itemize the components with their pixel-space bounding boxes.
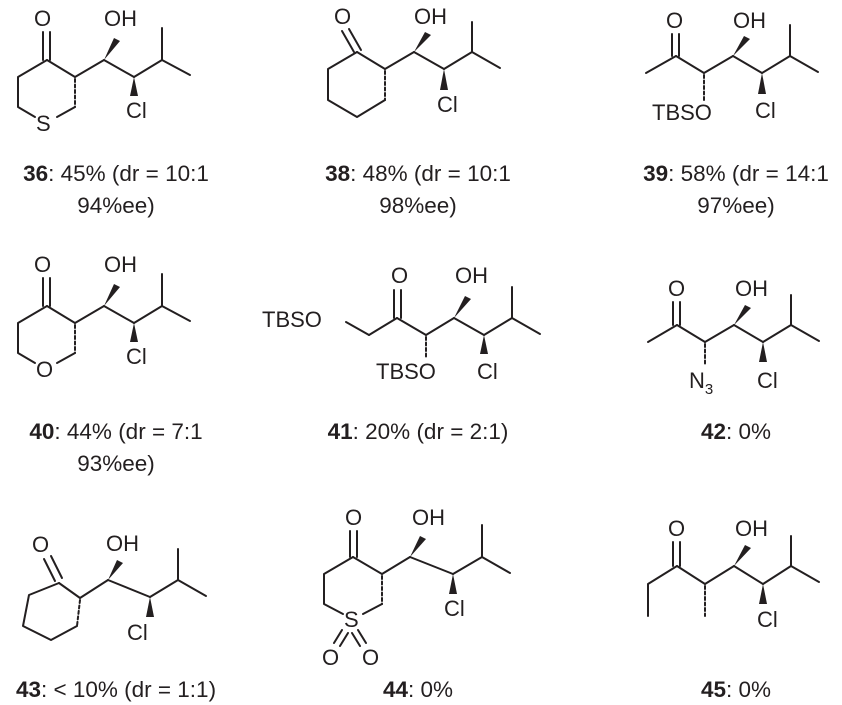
caption-38-ee: 98%ee) bbox=[379, 193, 457, 218]
structure-43: O OH Cl bbox=[22, 531, 207, 645]
atom-o: O bbox=[345, 505, 362, 530]
atom-oh: OH bbox=[412, 505, 445, 530]
atom-o: O bbox=[34, 6, 51, 31]
atom-tbso: TBSO bbox=[376, 359, 436, 384]
atom-o: O bbox=[322, 645, 339, 670]
atom-o: O bbox=[32, 532, 49, 557]
atom-o: O bbox=[391, 263, 408, 288]
caption-43: 43: < 10% (dr = 1:1) bbox=[16, 677, 216, 702]
caption-36: 36: 45% (dr = 10:1 bbox=[23, 161, 209, 186]
caption-40-ee: 93%ee) bbox=[77, 451, 155, 476]
atom-cl: Cl bbox=[127, 620, 148, 645]
atom-cl: Cl bbox=[477, 359, 498, 384]
caption-38: 38: 48% (dr = 10:1 bbox=[325, 161, 511, 186]
caption-39-ee: 97%ee) bbox=[697, 193, 775, 218]
atom-o: O bbox=[362, 645, 379, 670]
caption-42: 42: 0% bbox=[701, 419, 771, 444]
atom-tbso: TBSO bbox=[652, 100, 712, 125]
atom-o: O bbox=[666, 8, 683, 33]
atom-cl: Cl bbox=[126, 344, 147, 369]
atom-oh: OH bbox=[104, 6, 137, 31]
atom-cl: Cl bbox=[757, 368, 778, 393]
atom-oh: OH bbox=[106, 531, 139, 556]
structure-39: O TBSO OH Cl bbox=[645, 8, 819, 125]
caption-36-ee: 94%ee) bbox=[77, 193, 155, 218]
atom-tbso: TBSO bbox=[262, 307, 322, 332]
atom-o-ring: O bbox=[36, 357, 53, 382]
structure-44: O S O O OH Cl bbox=[322, 505, 511, 670]
atom-o: O bbox=[668, 516, 685, 541]
atom-o: O bbox=[34, 252, 51, 277]
atom-s: S bbox=[36, 111, 51, 136]
atom-n: N3 bbox=[689, 368, 713, 398]
atom-oh: OH bbox=[104, 252, 137, 277]
atom-oh: OH bbox=[735, 516, 768, 541]
atom-oh: OH bbox=[733, 8, 766, 33]
structure-42: O N3 OH Cl bbox=[647, 276, 820, 398]
atom-oh: OH bbox=[455, 263, 488, 288]
structure-36: O S OH Cl bbox=[17, 6, 191, 136]
caption-39: 39: 58% (dr = 14:1 bbox=[643, 161, 829, 186]
structure-38: O OH Cl bbox=[327, 4, 501, 118]
structure-40: O O OH Cl bbox=[17, 252, 191, 382]
structure-45: O OH Cl bbox=[647, 516, 820, 632]
atom-o: O bbox=[668, 276, 685, 301]
atom-cl: Cl bbox=[437, 92, 458, 117]
atom-cl: Cl bbox=[755, 98, 776, 123]
atom-oh: OH bbox=[414, 4, 447, 29]
caption-40: 40: 44% (dr = 7:1 bbox=[29, 419, 202, 444]
caption-41: 41: 20% (dr = 2:1) bbox=[328, 419, 509, 444]
atom-s: S bbox=[344, 607, 359, 632]
atom-o: O bbox=[334, 4, 351, 29]
structure-41: TBSO O TBSO OH Cl bbox=[262, 263, 541, 384]
atom-cl: Cl bbox=[757, 607, 778, 632]
atom-oh: OH bbox=[735, 276, 768, 301]
atom-cl: Cl bbox=[444, 596, 465, 621]
atom-cl: Cl bbox=[126, 98, 147, 123]
caption-45: 45: 0% bbox=[701, 677, 771, 702]
caption-44: 44: 0% bbox=[383, 677, 453, 702]
